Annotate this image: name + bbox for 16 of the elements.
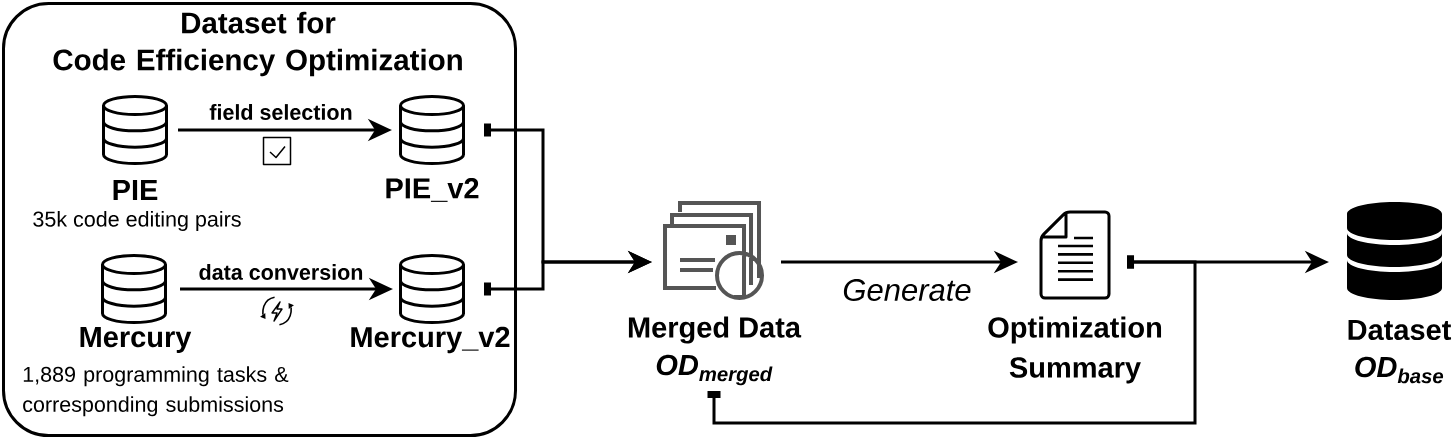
node-label: 1,889 programming tasks & corresponding submissions (23, 366, 289, 417)
node-label: OD$_{merged}$ (656, 354, 773, 386)
node-label: Mercury_v2 (351, 326, 510, 354)
edge-label: data conversion (199, 264, 363, 280)
node-label: PIE (113, 180, 158, 200)
node-label: Optimization Summary (988, 316, 1162, 384)
box-title: Dataset for Code Efficiency Optimization (53, 11, 462, 77)
node-label: OD$_{base}$ (1355, 356, 1444, 384)
edge-label: Generate (843, 279, 971, 301)
edge-label: field selection (209, 104, 352, 120)
node-label: Merged Data (628, 316, 802, 344)
node-label: Dataset (1348, 319, 1451, 341)
connector-line (707, 255, 1197, 425)
node-label: PIE_v2 (386, 178, 479, 202)
node-label: 35k code editing pairs (33, 211, 241, 232)
node-label: Mercury (80, 327, 192, 353)
